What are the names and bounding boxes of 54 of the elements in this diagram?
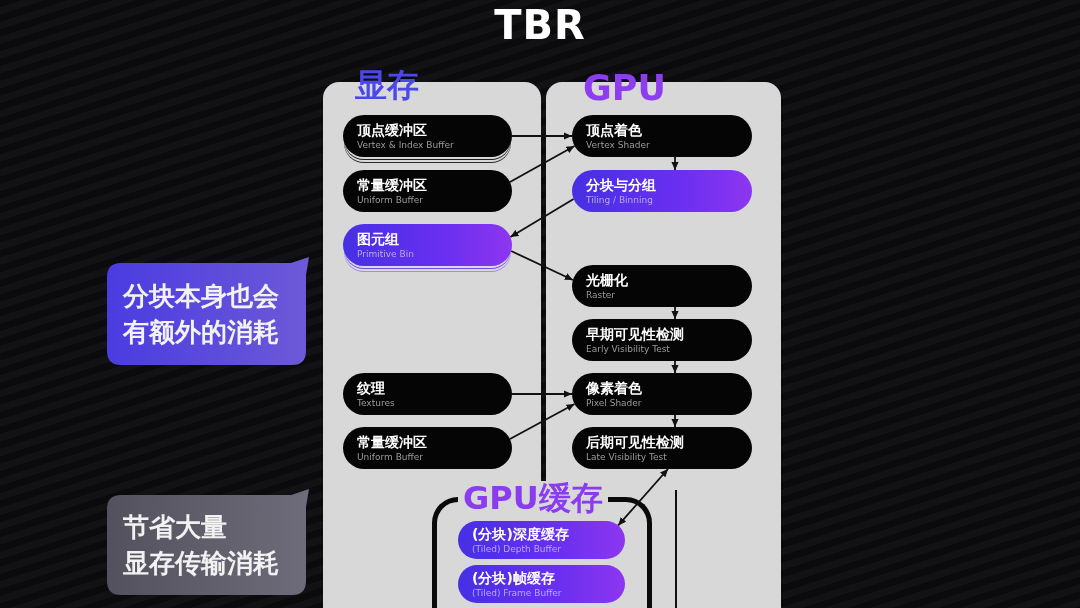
stage-pill bbox=[572, 373, 752, 415]
pill-title: 早期可见性检测 bbox=[586, 326, 684, 343]
arrow bbox=[671, 360, 679, 374]
pill-subtitle: Pixel Shader bbox=[586, 398, 642, 409]
buffer-pill bbox=[343, 427, 512, 469]
buffer-pill bbox=[343, 373, 512, 415]
stage-pill bbox=[572, 265, 752, 307]
double-arrow bbox=[617, 468, 669, 527]
stage-pill bbox=[572, 115, 752, 157]
pill-subtitle: Vertex & Index Buffer bbox=[357, 140, 454, 151]
speech-bubble bbox=[107, 257, 309, 365]
pill-subtitle: Textures bbox=[357, 398, 395, 409]
pill-title: 后期可见性检测 bbox=[586, 434, 684, 451]
pill-subtitle: Early Visibility Test bbox=[586, 344, 670, 355]
pill-title: 常量缓冲区 bbox=[357, 177, 427, 194]
speech-bubble bbox=[107, 489, 309, 595]
pill-subtitle: Raster bbox=[586, 290, 616, 301]
bubble-text: 节省大量显存传输消耗 bbox=[123, 511, 279, 580]
pill-subtitle: (Tiled) Frame Buffer bbox=[472, 588, 562, 599]
pill-subtitle: Late Visibility Test bbox=[586, 452, 667, 463]
stage-pill bbox=[572, 170, 752, 212]
buffer-pill bbox=[458, 565, 625, 603]
pill-title: 像素着色 bbox=[586, 380, 642, 397]
pill-title: 纹理 bbox=[357, 380, 385, 397]
pill-subtitle: Uniform Buffer bbox=[357, 195, 423, 206]
title: TBR bbox=[494, 2, 586, 48]
pill-subtitle: (Tiled) Depth Buffer bbox=[472, 544, 561, 555]
pill-title: (分块)帧缓存 bbox=[472, 570, 555, 587]
panel-heading: GPU缓存 bbox=[458, 481, 608, 517]
bubble-text: 分块本身也会有额外的消耗 bbox=[123, 280, 279, 349]
pill-title: 光栅化 bbox=[586, 272, 628, 289]
pill-title: 顶点缓冲区 bbox=[357, 122, 427, 139]
pill-title: 图元组 bbox=[357, 231, 399, 248]
pill-subtitle: Vertex Shader bbox=[586, 140, 650, 151]
arrow bbox=[509, 198, 575, 238]
arrow bbox=[671, 306, 679, 320]
buffer-pill bbox=[343, 170, 512, 212]
pill-subtitle: Uniform Buffer bbox=[357, 452, 423, 463]
pill-subtitle: Tiling / Binning bbox=[586, 195, 653, 206]
arrow bbox=[671, 156, 679, 171]
pill-title: (分块)深度缓存 bbox=[472, 526, 569, 543]
stage-pill bbox=[572, 427, 752, 469]
arrow bbox=[511, 390, 573, 398]
arrow bbox=[511, 132, 573, 140]
arrow bbox=[509, 403, 576, 440]
stage-pill bbox=[572, 319, 752, 361]
pill-subtitle: Primitive Bin bbox=[357, 249, 414, 260]
arrow bbox=[509, 145, 576, 183]
pill-title: 常量缓冲区 bbox=[357, 434, 427, 451]
pill-title: 顶点着色 bbox=[586, 122, 642, 139]
arrow bbox=[671, 414, 679, 428]
buffer-pill bbox=[458, 521, 625, 559]
arrow bbox=[510, 250, 574, 281]
pill-title: 分块与分组 bbox=[586, 177, 656, 194]
